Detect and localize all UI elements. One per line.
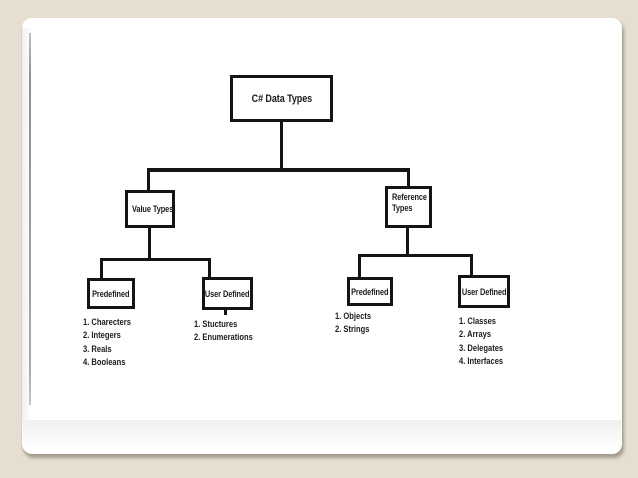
node-rt-predefined: Predefined <box>347 277 393 306</box>
list-item: 3. Reals <box>83 343 112 354</box>
node-value-types: Value Types <box>125 190 175 228</box>
node-reference-types: Reference Types <box>385 186 432 228</box>
node-vt-user-defined: User Defined <box>202 277 253 310</box>
list-item: 3. Delegates <box>459 342 504 353</box>
connector-to-vt-userdefined <box>208 258 211 279</box>
list-item: 1. Charecters <box>83 317 131 327</box>
list-item: 1. Classes <box>459 316 496 326</box>
connector-reference-horizontal <box>358 254 473 257</box>
connector-to-rt-userdefined <box>470 254 473 277</box>
list-rt-predefined: 1. Objects 2. Strings <box>335 310 378 337</box>
node-label: Predefined <box>351 286 389 297</box>
list-rt-userdefined: 1. Classes 2. Arrays 3. Delegates 4. Int… <box>459 315 512 369</box>
list-item: 1. Stuctures <box>194 319 238 329</box>
connector-to-vt-predefined <box>100 258 103 280</box>
list-item: 4. Interfaces <box>459 356 504 367</box>
list-item: 1. Objects <box>335 311 372 321</box>
connector-stub-vt-userdefined <box>224 309 227 315</box>
node-label: User Defined <box>205 288 250 299</box>
node-vt-predefined: Predefined <box>87 278 135 309</box>
list-item: 2. Strings <box>335 324 370 335</box>
list-vt-predefined: 1. Charecters 2. Integers 3. Reals 4. Bo… <box>83 316 140 370</box>
list-item: 2. Arrays <box>459 329 492 340</box>
node-label: C# Data Types <box>251 92 312 105</box>
connector-level1-horizontal <box>147 168 410 172</box>
connector-value-horizontal <box>100 258 211 261</box>
list-item: 4. Booleans <box>83 357 126 368</box>
node-label: Reference Types <box>392 192 427 214</box>
slide-left-edge-shadow <box>29 33 31 405</box>
list-item: 2. Enumerations <box>194 332 253 343</box>
node-label: Predefined <box>92 288 130 299</box>
node-label: User Defined <box>461 286 507 297</box>
card-bottom-strip <box>23 420 621 453</box>
connector-to-rt-predefined <box>358 254 361 279</box>
connector-to-value-types <box>147 168 150 192</box>
node-rt-user-defined: User Defined <box>458 275 510 308</box>
node-csharp-data-types: C# Data Types <box>230 75 333 122</box>
node-label: Value Types <box>132 204 174 214</box>
list-item: 2. Integers <box>83 330 121 341</box>
connector-reference-down <box>406 226 409 256</box>
connector-root-down <box>280 120 283 170</box>
connector-to-reference-types <box>407 168 410 188</box>
list-vt-userdefined: 1. Stuctures 2. Enumerations <box>194 318 264 345</box>
slide-left-edge-strip <box>22 28 30 422</box>
connector-value-down <box>148 226 151 260</box>
